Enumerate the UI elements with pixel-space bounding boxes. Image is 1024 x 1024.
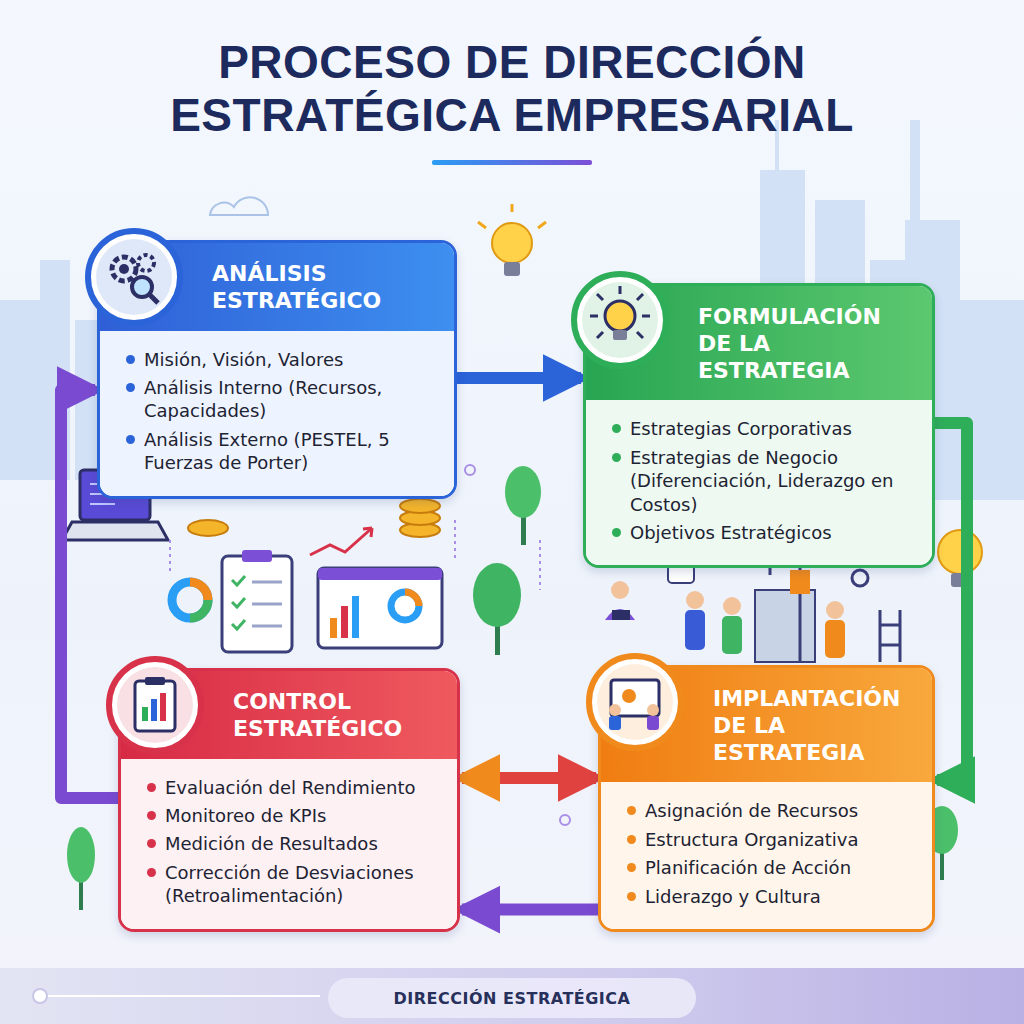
bullet-dot [126,355,135,364]
donut-chart [172,582,208,618]
bullet-dot [147,811,156,820]
card-heading: IMPLANTACIÓN DE LA ESTRATEGIA [713,686,918,766]
title: PROCESO DE DIRECCIÓN ESTRATÉGICA EMPRESA… [170,36,854,141]
bullet-dot [627,863,636,872]
bullet-dot [147,783,156,792]
process-card: CONTROL ESTRATÉGICO Evaluación del Rendim… [118,668,460,932]
bullet-item: Liderazgo y Cultura [625,885,916,908]
card-heading: FORMULACIÓN DE LA ESTRATEGIA [698,304,918,384]
flow-arrow [935,423,967,780]
bullet-item: Estrategias de Negocio (Diferenciación, … [610,446,916,516]
title-underline [432,160,592,165]
trees [67,466,958,910]
bullet-item: Misión, Visión, Valores [124,348,438,371]
node-icon [570,270,670,370]
dotted-lines [170,520,540,590]
bullet-item: Corrección de Desviaciones (Retroaliment… [145,861,441,908]
bullet-item: Análisis Externo (PESTEL, 5 Fuerzas de P… [124,428,438,475]
bullet-dot [612,424,621,433]
bullet-dot [627,892,636,901]
node-icon [585,652,685,752]
slider-line [0,968,330,1024]
bullet-item: Análisis Interno (Recursos, Capacidades) [124,376,438,423]
card-header: IMPLANTACIÓN DE LA ESTRATEGIA [601,668,932,782]
flow-arrow [462,772,596,784]
flow-arrow [462,904,598,916]
flow-arrow [457,372,581,384]
bullet-dot [126,435,135,444]
bullet-item: Planificación de Acción [625,856,916,879]
bullet-dot [147,868,156,877]
bullet-item: Monitoreo de KPIs [145,804,441,827]
node-icon [84,227,184,327]
bullet-dot [627,835,636,844]
process-card: IMPLANTACIÓN DE LA ESTRATEGIA Asignación … [598,665,935,932]
dashboard [310,528,442,648]
bullet-dot [147,839,156,848]
title-block: PROCESO DE DIRECCIÓN ESTRATÉGICA EMPRESA… [0,36,1024,142]
caption: DIRECCIÓN ESTRATÉGICA [394,989,631,1008]
card-body: Misión, Visión, ValoresAnálisis Interno … [100,331,454,496]
bullet-item: Estrategias Corporativas [610,417,916,440]
node-icon [105,655,205,755]
light-bulb [478,204,546,276]
card-heading: CONTROL ESTRATÉGICO [233,689,443,743]
card-body: Evaluación del RendimientoMonitoreo de K… [121,759,457,929]
bullet-item: Evaluación del Rendimiento [145,776,441,799]
card-header: ANÁLISIS ESTRATÉGICO [100,243,454,331]
checklist [222,550,292,652]
card-heading: ANÁLISIS ESTRATÉGICO [212,261,440,315]
bullet-item: Objetivos Estratégicos [610,521,916,544]
bullet-dot [627,806,636,815]
card-header: CONTROL ESTRATÉGICO [121,671,457,759]
bullet-item: Estructura Organizativa [625,828,916,851]
card-header: FORMULACIÓN DE LA ESTRATEGIA [586,286,932,400]
bullet-dot [126,383,135,392]
card-body: Asignación de RecursosEstructura Organiz… [601,782,932,929]
bullet-dot [612,528,621,537]
process-card: ANÁLISIS ESTRATÉGICO Misión, Visión, Valo… [97,240,457,499]
card-body: Estrategias CorporativasEstrategias de N… [586,400,932,565]
bullet-item: Asignación de Recursos [625,799,916,822]
process-card: FORMULACIÓN DE LA ESTRATEGIA Estrategias … [583,283,935,568]
bullet-dot [612,453,621,462]
bullet-item: Medición de Resultados [145,832,441,855]
caption-pill: DIRECCIÓN ESTRATÉGICA [328,978,696,1018]
light-bulb [938,530,982,587]
cloud [210,197,268,215]
